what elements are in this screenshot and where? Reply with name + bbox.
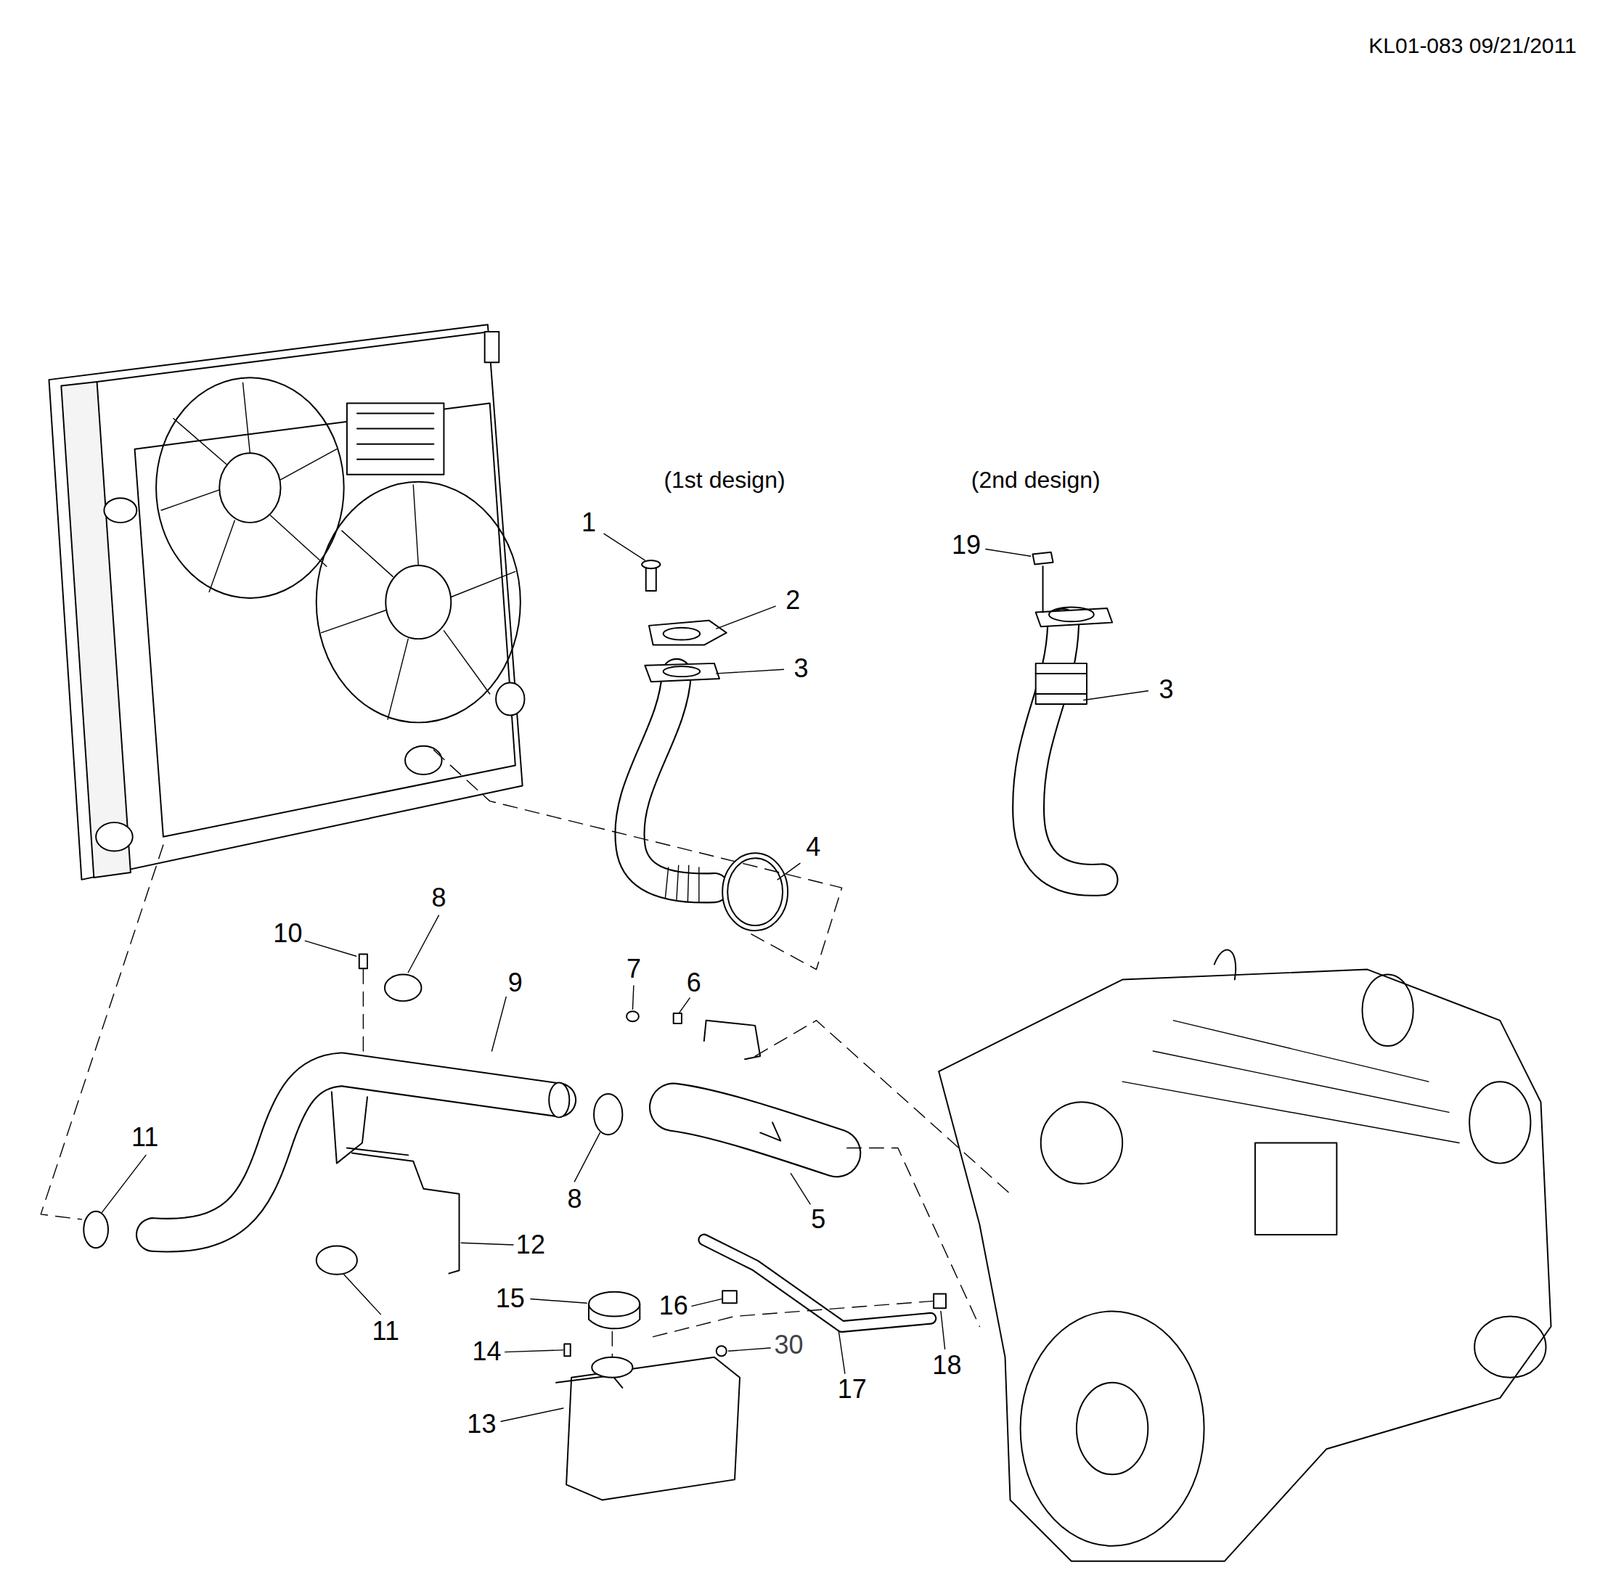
charge-air-pipe — [83, 953, 623, 1275]
callout-number: 7 — [626, 956, 642, 983]
charge-air-hose — [626, 1011, 838, 1153]
callout-number: 9 — [508, 969, 523, 997]
callout-number: 5 — [810, 1206, 826, 1233]
intercooler-pipe-second — [1028, 552, 1113, 881]
callout-number: 3 — [793, 655, 808, 682]
callout-number: 30 — [773, 1332, 803, 1359]
callout-number: 17 — [837, 1376, 867, 1403]
callout-number: 13 — [466, 1411, 496, 1438]
callout-number: 10 — [272, 920, 302, 947]
callout-number: 18 — [932, 1352, 962, 1379]
callout-number: 16 — [659, 1292, 689, 1320]
callout-number: 8 — [431, 884, 446, 912]
callout-number: 8 — [566, 1186, 582, 1213]
drawing-number: KL01-083 09/21/2011 — [1368, 34, 1577, 57]
coolant-hose — [704, 1239, 946, 1327]
callout-number: 6 — [686, 969, 702, 997]
callout-number: 19 — [951, 532, 981, 559]
design-note: (1st design) — [663, 468, 785, 492]
design-note: (2nd design) — [971, 468, 1101, 492]
callout-number: 4 — [805, 834, 821, 861]
callout-number: 3 — [1159, 676, 1174, 703]
callout-number: 1 — [581, 509, 597, 536]
callout-number: 15 — [495, 1285, 525, 1312]
callout-number: 11 — [372, 1318, 400, 1345]
engine-assembly — [938, 950, 1551, 1562]
coolant-tank — [556, 1292, 740, 1501]
callout-number: 11 — [131, 1124, 159, 1151]
callout-number: 14 — [471, 1338, 501, 1365]
intercooler-pipe-first — [629, 560, 788, 931]
radiator-fan-assembly — [48, 324, 525, 880]
callout-number: 2 — [785, 587, 800, 614]
callout-number: 12 — [516, 1231, 546, 1259]
